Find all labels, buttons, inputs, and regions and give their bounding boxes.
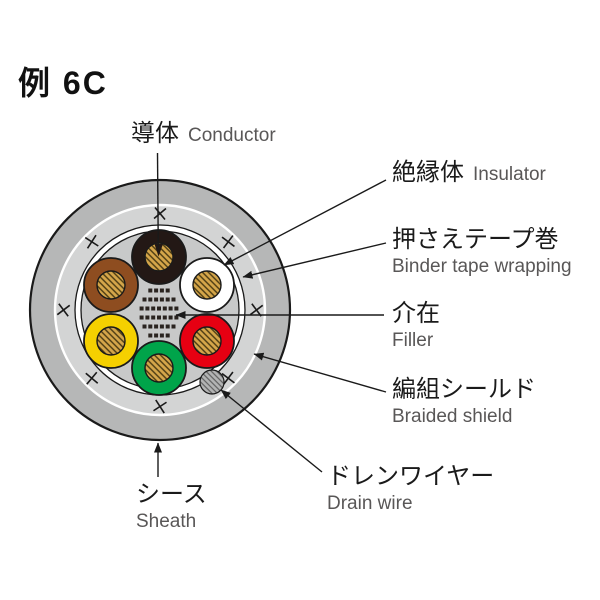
label-insulator-jp: 絶縁体 [392, 160, 464, 186]
conductor-copper [193, 271, 221, 299]
label-insulator-en: Insulator [473, 165, 546, 186]
wire-brown [84, 258, 138, 312]
wire-yellow [84, 314, 138, 368]
label-sheath-en: Sheath [136, 512, 196, 533]
conductor-copper [145, 354, 173, 382]
label-insulator: 絶縁体 Insulator [392, 160, 546, 186]
wire-green [132, 341, 186, 395]
conductor-copper [193, 327, 221, 355]
label-filler: 介在 Filler [392, 301, 440, 352]
label-braided-shield-jp: 編組シールド [392, 377, 536, 403]
label-conductor: 導体 Conductor [131, 121, 276, 147]
wire-black [132, 230, 186, 284]
wire-white [180, 258, 234, 312]
drain-wire-circle [200, 370, 224, 394]
label-filler-en: Filler [392, 331, 433, 352]
page-title: 例 6C [18, 58, 108, 104]
label-braided-shield: 編組シールド Braided shield [392, 377, 536, 428]
label-binder-tape: 押さえテープ巻 Binder tape wrapping [392, 227, 572, 278]
label-drain-wire-jp: ドレンワイヤー [327, 464, 494, 490]
conductor-leader-line [158, 153, 159, 252]
wire-red [180, 314, 234, 368]
label-braided-shield-en: Braided shield [392, 407, 512, 428]
label-binder-tape-jp: 押さえテープ巻 [392, 227, 559, 253]
label-filler-jp: 介在 [392, 301, 440, 327]
label-sheath: シース Sheath [136, 482, 207, 533]
conductor-copper [97, 327, 125, 355]
label-binder-tape-en: Binder tape wrapping [392, 257, 572, 278]
label-conductor-jp: 導体 [131, 121, 179, 147]
label-drain-wire-en: Drain wire [327, 494, 413, 515]
drain-wire-leader-line [221, 390, 322, 472]
label-sheath-jp: シース [136, 482, 207, 508]
label-drain-wire: ドレンワイヤー Drain wire [327, 464, 494, 515]
conductor-copper [97, 271, 125, 299]
label-conductor-en: Conductor [188, 126, 276, 147]
